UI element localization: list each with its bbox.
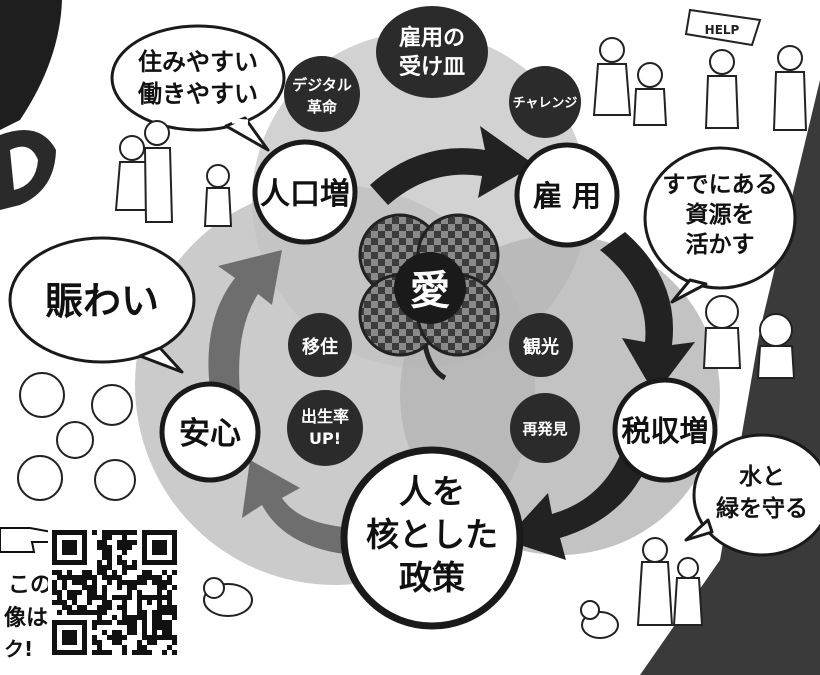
children-illustration [702, 295, 796, 379]
bubble-resources-line3: 活かす [686, 232, 755, 258]
node-tax: 税収増 [612, 377, 718, 483]
hikers-illustration [636, 537, 704, 626]
title-art-fragment [0, 0, 62, 210]
center-symbol: 愛 [410, 268, 450, 314]
node-policy: 人を 核とした 政策 [340, 446, 524, 630]
bubble-livable-line2: 働きやすい [137, 80, 258, 108]
arrow-tax-to-policy [505, 455, 645, 560]
dog-illustration [203, 577, 253, 617]
badge-challenge: チャレンジ [509, 66, 581, 138]
arrow-employment-to-tax [600, 232, 695, 395]
cycle-arrows [208, 126, 695, 560]
badge-jobs-line1: 雇用の [399, 25, 465, 51]
badge-digital-line2: 革命 [307, 98, 338, 116]
bubble-water-line1: 水と [739, 464, 785, 490]
badge-rediscovery-label: 再発見 [522, 420, 567, 438]
node-policy-line3: 政策 [399, 558, 465, 597]
cheering-people-illustration: HELP [592, 8, 808, 131]
four-leaf-clover-icon: 愛 [358, 213, 500, 381]
bubble-bustle: 賑わい [8, 236, 196, 374]
node-employment: 雇 用 [514, 142, 620, 248]
bubble-livable-line1: 住みやすい [138, 48, 258, 76]
badge-migration-label: 移住 [302, 336, 338, 358]
bubble-water-line2: 緑を守る [716, 495, 808, 522]
badge-tourism-label: 観光 [523, 336, 559, 358]
footer-line3: ク! [4, 637, 33, 661]
qr-code[interactable] [48, 526, 181, 659]
node-population-label: 人口増 [260, 177, 350, 212]
node-policy-line2: 核とした [366, 515, 498, 554]
arrow-population-to-employment [370, 126, 535, 205]
badge-digital: デジタル 革命 [284, 56, 360, 132]
badge-tourism: 観光 [509, 313, 573, 377]
badge-birthrate-line2: UP! [309, 429, 341, 448]
badge-birthrate-line1: 出生率 [301, 407, 349, 426]
node-population: 人口増 [252, 139, 358, 245]
pointing-hand-icon [0, 527, 54, 553]
bubble-resources-line1: すでにある [662, 172, 777, 198]
bubble-resources: すでにある 資源を 活かす [643, 146, 797, 304]
faces-illustration [17, 372, 136, 501]
badge-rediscovery: 再発見 [510, 393, 580, 463]
badge-digital-line1: デジタル [292, 76, 352, 94]
arrow-security-to-population [208, 250, 282, 392]
bubble-livable: 住みやすい 働きやすい [110, 24, 286, 152]
node-security: 安心 [159, 381, 261, 483]
help-sign-text: HELP [705, 23, 740, 37]
family-illustration [114, 120, 233, 227]
badge-challenge-label: チャレンジ [513, 96, 578, 111]
node-policy-line1: 人を [399, 472, 465, 511]
node-security-label: 安心 [179, 416, 241, 452]
badge-jobs: 雇用の 受け皿 [376, 6, 488, 98]
badge-jobs-line2: 受け皿 [399, 54, 465, 80]
badge-migration: 移住 [288, 313, 352, 377]
bubble-bustle-label: 賑わい [45, 279, 159, 323]
node-tax-label: 税収増 [621, 414, 708, 448]
node-employment-label: 雇 用 [533, 179, 601, 213]
footer-line1: この [8, 573, 52, 598]
footer-line2: 像は [4, 605, 48, 631]
bubble-water: 水と 緑を守る [684, 433, 820, 557]
arrow-policy-to-security [242, 460, 355, 555]
bubble-resources-line2: 資源を [686, 201, 755, 228]
badge-birthrate: 出生率 UP! [287, 390, 363, 466]
cat-illustration [580, 600, 619, 639]
